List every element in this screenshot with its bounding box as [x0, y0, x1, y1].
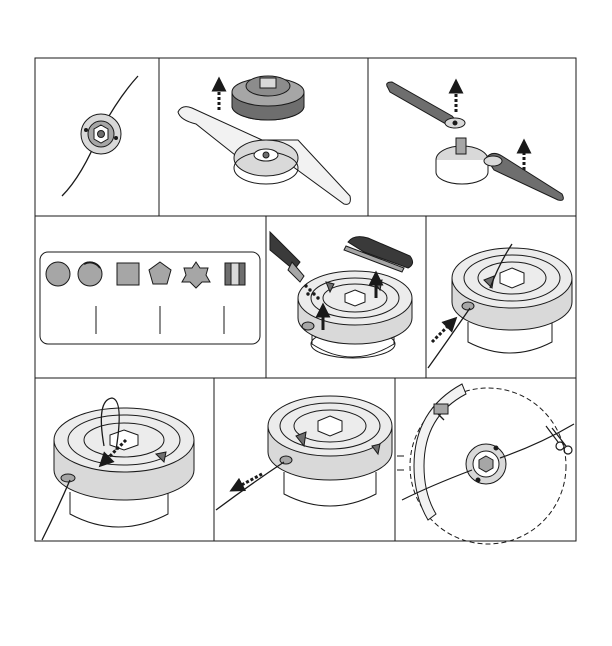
spool-icon [452, 248, 572, 353]
brush-icon [344, 237, 413, 272]
spool-icon [466, 444, 506, 484]
line-cross-section-star-icon [149, 262, 210, 288]
spool-icon [54, 408, 194, 527]
spool-icon [268, 396, 392, 506]
blade-icon [178, 107, 350, 205]
line-cross-section-round-icon [46, 262, 102, 286]
line-strand [216, 462, 284, 510]
guard-icon [414, 384, 466, 520]
panel-8 [216, 396, 392, 510]
panel-2 [178, 76, 350, 204]
panel-4 [40, 252, 260, 344]
spool-cap-icon [232, 76, 304, 120]
panel-3 [387, 82, 564, 200]
trimmer-head-with-line-icon [62, 76, 138, 196]
scissors-icon [546, 426, 572, 454]
panel-7 [42, 398, 194, 540]
line-cross-section-square-icon [117, 263, 245, 285]
panel-9 [397, 384, 574, 544]
cross-section-group-ticks [96, 306, 224, 334]
panel-5 [270, 232, 413, 358]
panel-1 [62, 76, 138, 196]
panel-6 [428, 244, 572, 368]
spool-icon [298, 271, 412, 358]
blade-icon [387, 82, 564, 200]
guard-edge-markers [397, 456, 404, 470]
